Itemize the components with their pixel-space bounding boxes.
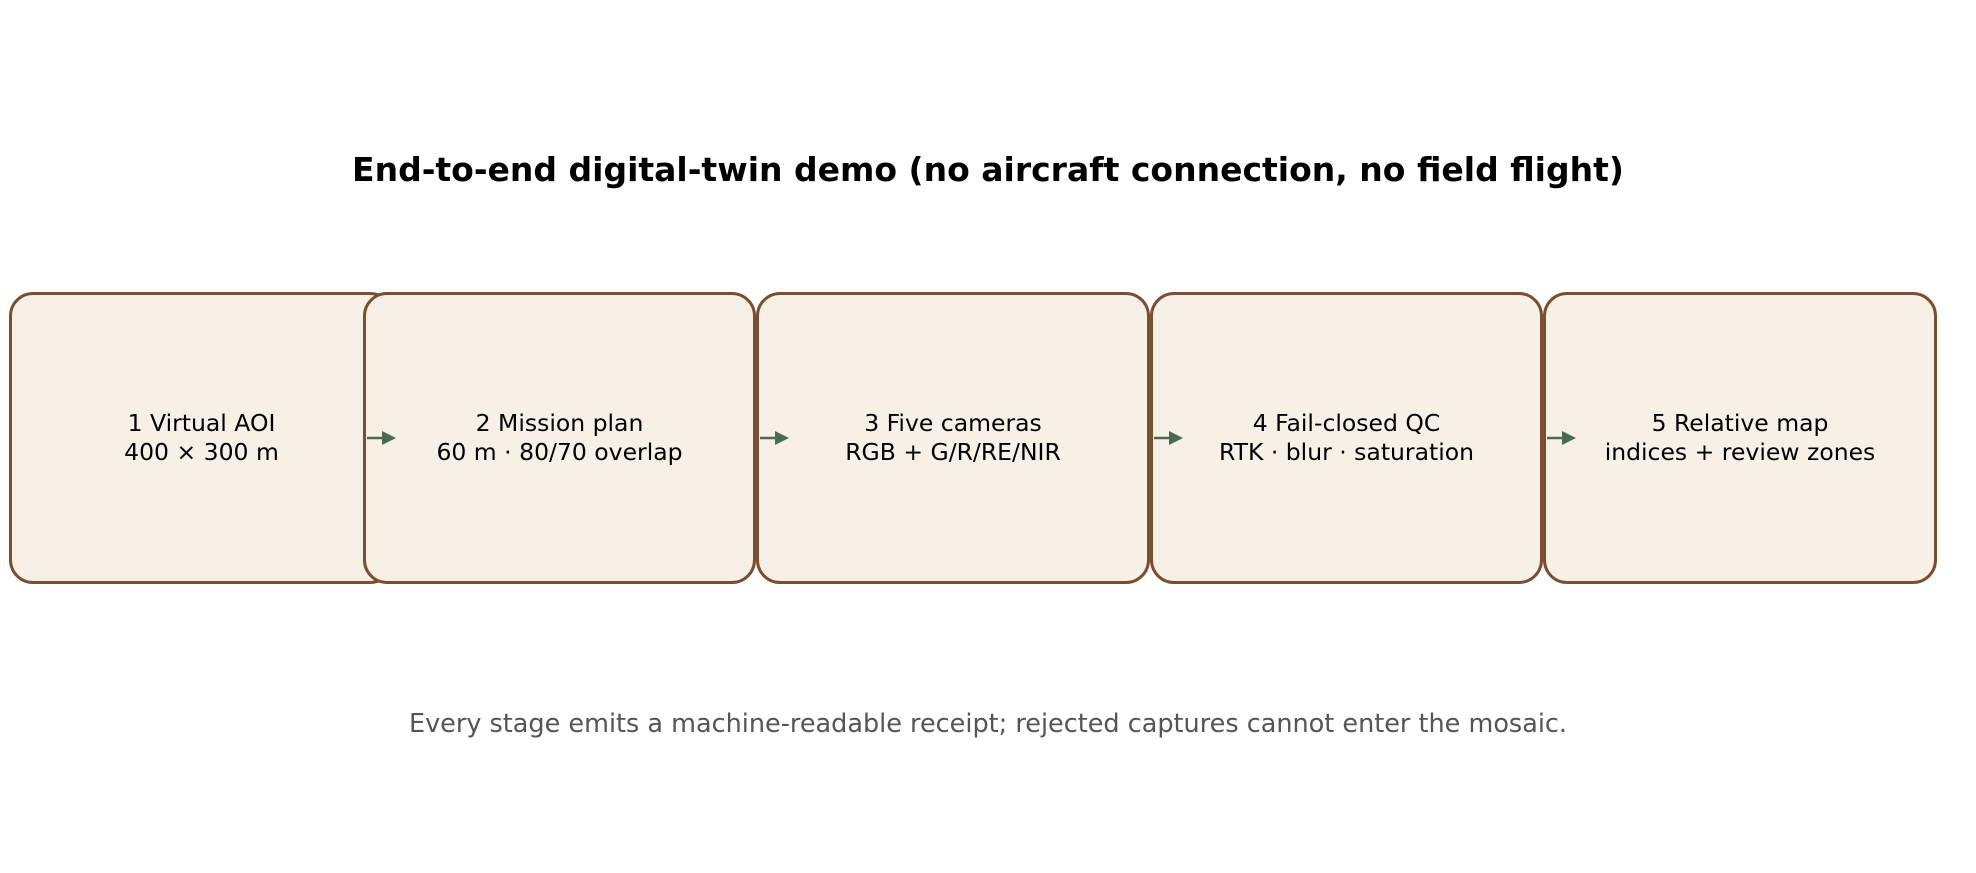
- stage-detail: 60 m · 80/70 overlap: [436, 438, 683, 466]
- stage-label: 5 Relative map: [1651, 409, 1829, 437]
- diagram-title: End-to-end digital-twin demo (no aircraf…: [352, 150, 1624, 189]
- flow-arrow-icon: [1153, 428, 1185, 448]
- stage-box-virtual-aoi: 1 Virtual AOI 400 × 300 m: [9, 292, 394, 584]
- stage-detail: 400 × 300 m: [124, 438, 279, 466]
- stage-box-five-cameras: 3 Five cameras RGB + G/R/RE/NIR: [756, 292, 1150, 584]
- stage-detail: indices + review zones: [1604, 438, 1876, 466]
- flow-arrow-icon: [1546, 428, 1578, 448]
- stage-label: 3 Five cameras: [864, 409, 1042, 437]
- diagram-caption: Every stage emits a machine-readable rec…: [408, 709, 1568, 739]
- stage-label: 2 Mission plan: [475, 409, 644, 437]
- stage-label: 4 Fail-closed QC: [1252, 409, 1441, 437]
- stage-label: 1 Virtual AOI: [127, 409, 276, 437]
- stage-detail: RTK · blur · saturation: [1218, 438, 1475, 466]
- stage-box-mission-plan: 2 Mission plan 60 m · 80/70 overlap: [363, 292, 756, 584]
- stage-box-relative-map: 5 Relative map indices + review zones: [1543, 292, 1937, 584]
- flow-arrow-icon: [759, 428, 791, 448]
- flow-arrow-icon: [366, 428, 398, 448]
- stage-box-fail-closed-qc: 4 Fail-closed QC RTK · blur · saturation: [1150, 292, 1543, 584]
- stage-detail: RGB + G/R/RE/NIR: [845, 438, 1061, 466]
